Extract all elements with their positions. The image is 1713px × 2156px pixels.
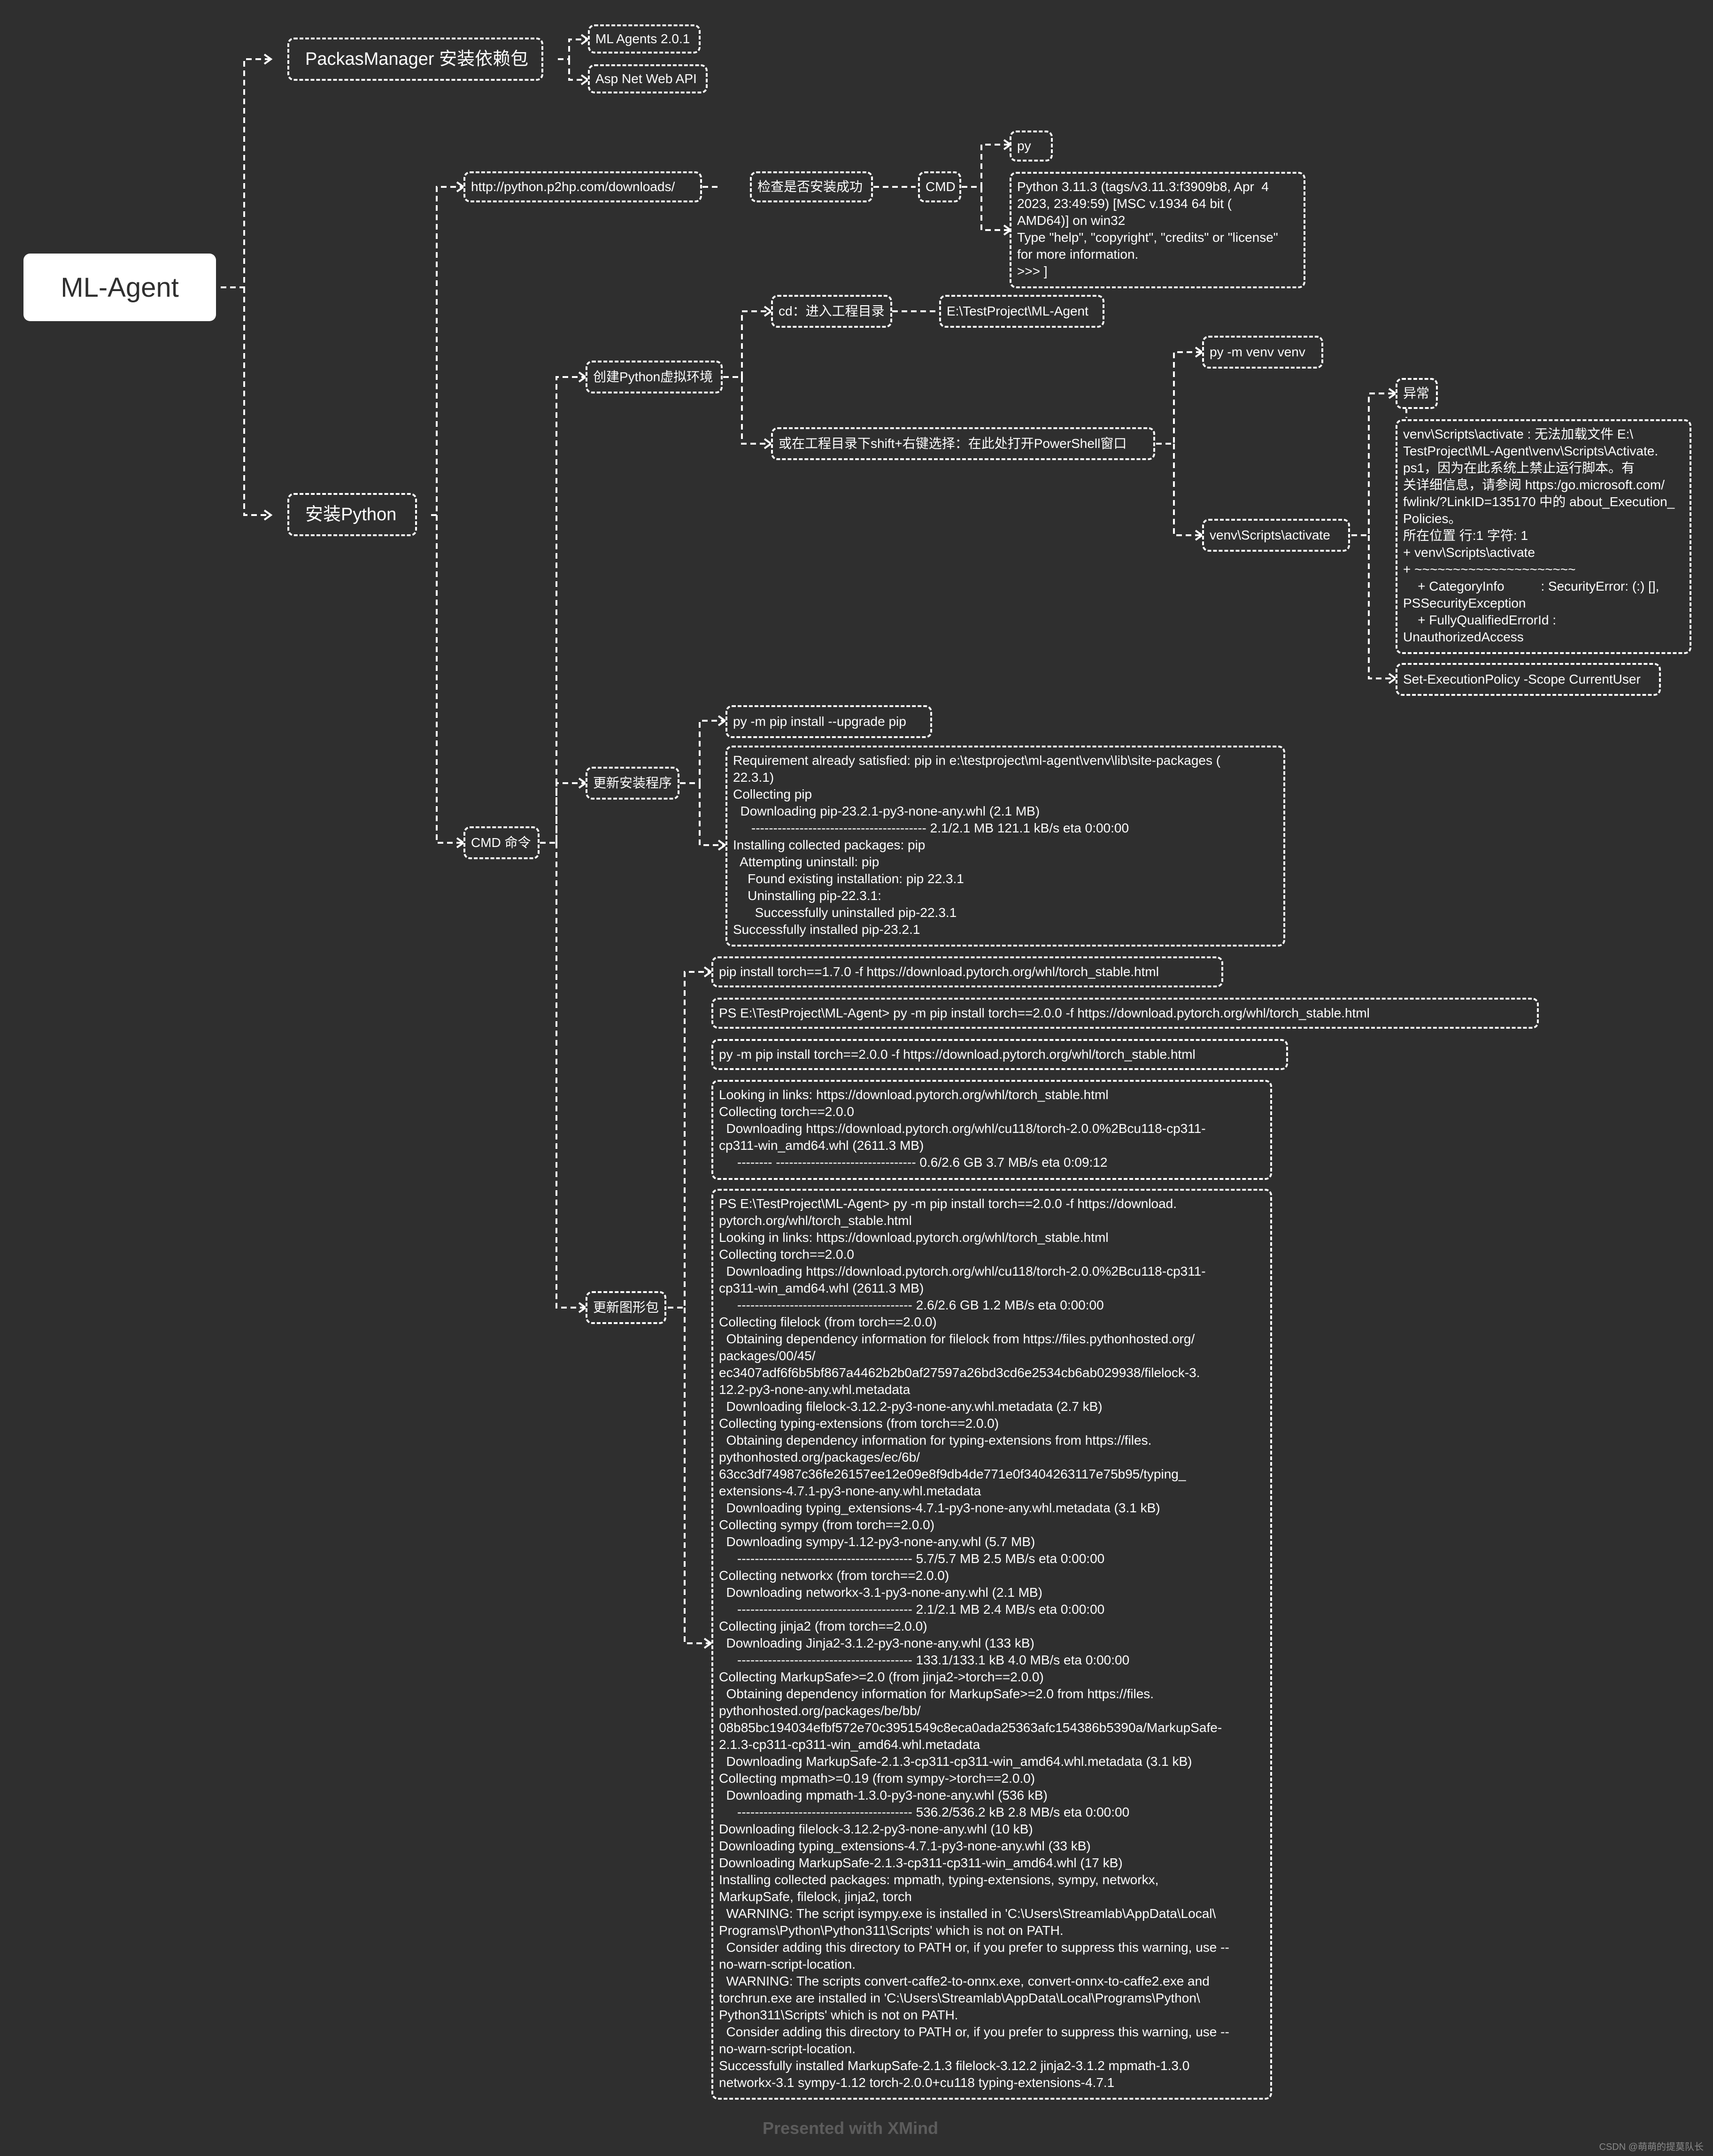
py-venv-node[interactable]: py -m venv venv: [1202, 336, 1323, 369]
update-graphics-node[interactable]: 更新图形包: [586, 1291, 666, 1324]
ml-agents-node[interactable]: ML Agents 2.0.1: [588, 24, 701, 54]
cd-project-node[interactable]: cd：进入工程目录: [771, 295, 892, 328]
set-policy-node[interactable]: Set-ExecutionPolicy -Scope CurrentUser: [1396, 663, 1661, 696]
root-node[interactable]: ML-Agent: [23, 254, 216, 321]
exception-node[interactable]: 异常: [1396, 378, 1438, 409]
update-installer-node[interactable]: 更新安装程序: [586, 767, 679, 800]
check-install-node[interactable]: 检查是否安装成功: [750, 171, 873, 202]
xmind-watermark: Presented with XMind: [763, 2118, 939, 2138]
project-path-node[interactable]: E:\TestProject\ML-Agent: [939, 295, 1104, 328]
cmd-commands-node[interactable]: CMD 命令: [463, 826, 540, 859]
csdn-credit: CSDN @萌萌的提莫队长: [1599, 2142, 1704, 2152]
pip-upgrade-output-node[interactable]: Requirement already satisfied: pip in e:…: [725, 746, 1285, 947]
venv-activate-node[interactable]: venv\Scripts\activate: [1202, 519, 1350, 552]
torch-output1-node[interactable]: Looking in links: https://download.pytor…: [711, 1080, 1272, 1180]
create-venv-node[interactable]: 创建Python虚拟环境: [586, 361, 723, 393]
exception-text-node[interactable]: venv\Scripts\activate : 无法加载文件 E:\ TestP…: [1396, 419, 1691, 654]
packages-node[interactable]: PackasManager 安装依赖包: [287, 38, 543, 81]
asp-net-node[interactable]: Asp Net Web API: [588, 64, 708, 93]
install-python-node[interactable]: 安装Python: [287, 493, 417, 536]
root-label: ML-Agent: [61, 272, 179, 303]
python-output-node[interactable]: Python 3.11.3 (tags/v3.11.3:f3909b8, Apr…: [1010, 172, 1305, 288]
torch-output2-node[interactable]: PS E:\TestProject\ML-Agent> py -m pip in…: [711, 1189, 1272, 2100]
pip-upgrade-node[interactable]: py -m pip install --upgrade pip: [725, 705, 932, 738]
cmd-node[interactable]: CMD: [918, 171, 961, 202]
shift-right-click-node[interactable]: 或在工程目录下shift+右键选择：在此处打开PowerShell窗口: [771, 427, 1155, 460]
py-node[interactable]: py: [1010, 131, 1053, 162]
torch-cmd2-node[interactable]: PS E:\TestProject\ML-Agent> py -m pip in…: [711, 998, 1539, 1029]
torch-cmd1-node[interactable]: pip install torch==1.7.0 -f https://down…: [711, 956, 1223, 987]
torch-cmd3-node[interactable]: py -m pip install torch==2.0.0 -f https:…: [711, 1039, 1288, 1070]
python-url-node[interactable]: http://python.p2hp.com/downloads/: [463, 171, 702, 202]
